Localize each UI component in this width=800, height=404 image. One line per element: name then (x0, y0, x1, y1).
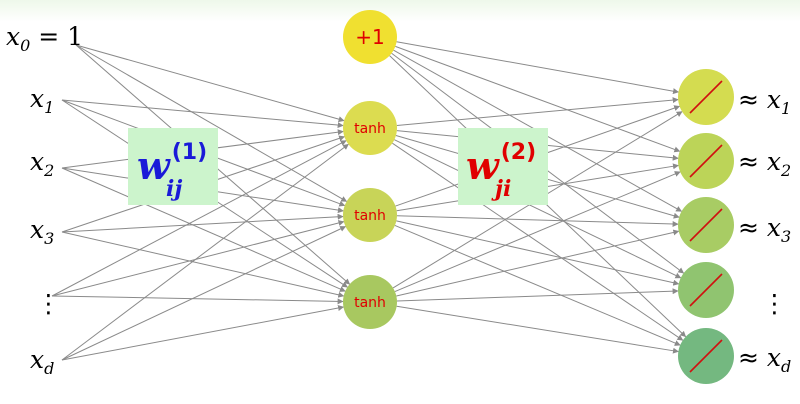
edge-hidden-output (396, 220, 680, 286)
edge-input-hidden (75, 44, 345, 123)
svg-text:w(2): w(2) (466, 140, 536, 188)
edge-hidden-output (396, 305, 679, 354)
svg-text:w(1): w(1) (137, 140, 207, 188)
output-labels: ≈ x1 ≈ x2 ≈ x3 ⋮ ≈ xd (738, 85, 791, 376)
weight-symbol: w (137, 143, 171, 188)
output-label-x3: ≈ x3 (738, 213, 791, 246)
identity-activation-icon (689, 273, 723, 307)
edge-input-hidden (51, 295, 344, 305)
bias-node (343, 10, 397, 64)
hidden-node-label: tanh (354, 208, 386, 224)
weight-label-layer2: w(2) ji (458, 128, 548, 205)
weight-superscript: (1) (172, 140, 207, 165)
hidden-node-label: tanh (354, 121, 386, 137)
edge-hidden-output (396, 41, 680, 95)
identity-activation-icon (689, 208, 723, 242)
edge-hidden-output (396, 215, 679, 228)
input-labels: x0 = 1 x1 x2 x3 ⋮ xd (6, 22, 83, 378)
edge-hidden-output (394, 224, 681, 346)
edge-input-hidden (61, 213, 344, 233)
identity-activation-icon (689, 144, 723, 178)
input-label-x1: x1 (30, 84, 54, 117)
edge-input-hidden (75, 44, 348, 202)
hidden-node-label: tanh (354, 295, 386, 311)
output-label-x2: ≈ x2 (738, 147, 791, 180)
weight-box-layer1 (128, 128, 218, 205)
hidden-layer: +1 tanh tanh tanh (343, 10, 397, 329)
weight-subscript: ij (166, 176, 182, 202)
edge-input-hidden (61, 99, 344, 129)
output-label-xd: ≈ xd (738, 343, 791, 376)
identity-activation-icon (689, 80, 723, 114)
identity-activation-icon (689, 339, 723, 373)
input-label-xd: xd (30, 345, 54, 378)
hidden-node-3 (343, 275, 397, 329)
edge-input-hidden (61, 305, 345, 361)
input-label-x2: x2 (30, 147, 54, 180)
bias-node-label: +1 (355, 25, 384, 49)
output-layer (678, 69, 734, 384)
weight-subscript: ji (491, 176, 511, 202)
edge-input-hidden (51, 140, 347, 297)
input-label-x0: x0 = 1 (6, 22, 83, 55)
edge-input-hidden (51, 220, 345, 297)
edge-input-hidden (61, 226, 347, 361)
edge-hidden-output (396, 229, 680, 297)
hidden-node-2 (343, 188, 397, 242)
weight-superscript: (2) (501, 140, 536, 165)
edge-hidden-output (392, 142, 684, 341)
edge-hidden-output (394, 139, 682, 279)
output-label-ellipsis: ⋮ (762, 289, 787, 318)
edge-input-hidden (61, 143, 349, 361)
edge-hidden-output (394, 171, 681, 293)
output-label-x1: ≈ x1 (738, 85, 791, 118)
hidden-node-1 (343, 101, 397, 155)
edge-hidden-output (396, 288, 679, 302)
edge-input-hidden (61, 167, 346, 292)
weight-label-layer1: w(1) ij (128, 128, 218, 205)
input-label-ellipsis: ⋮ (36, 289, 61, 318)
weight-symbol: w (466, 143, 500, 188)
input-label-x3: x3 (30, 215, 54, 248)
weight-box-layer2 (458, 128, 548, 205)
edge-hidden-output (395, 45, 681, 153)
edge-input-hidden (61, 231, 345, 298)
edge-hidden-output (396, 97, 679, 127)
